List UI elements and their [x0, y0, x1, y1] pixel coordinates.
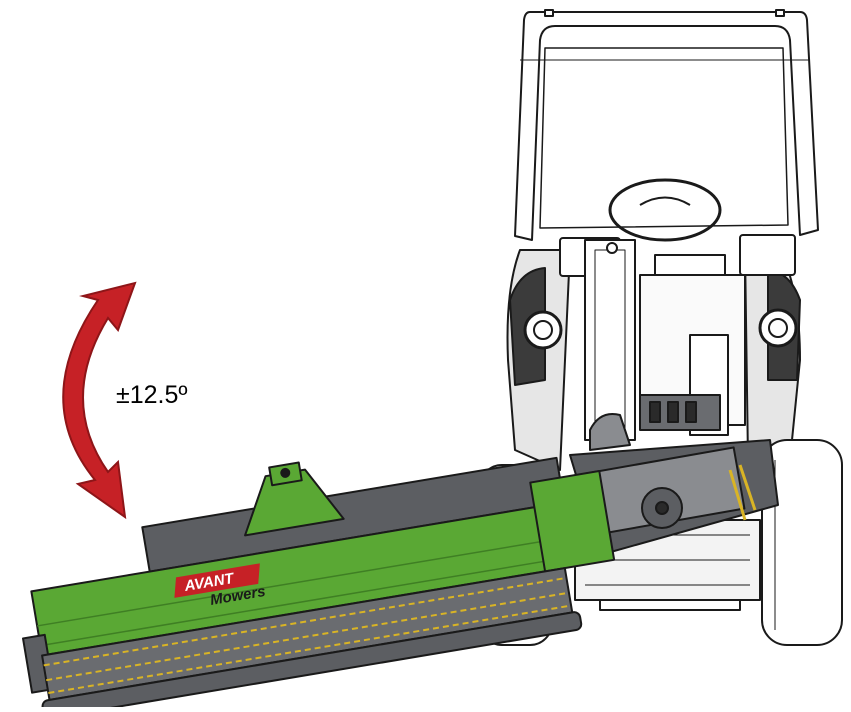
flail-roller: [41, 567, 583, 712]
steering-wheel: [608, 178, 722, 242]
hitch-tower: [244, 461, 345, 537]
tilt-frame: [568, 413, 779, 556]
tilt-arrow: [62, 281, 137, 520]
roll-cage: [514, 9, 819, 241]
hydraulic-valve: [639, 394, 721, 431]
mower-deck: AVANT Mowers: [22, 456, 616, 712]
tilt-angle-label: ±12.5º: [116, 381, 188, 409]
